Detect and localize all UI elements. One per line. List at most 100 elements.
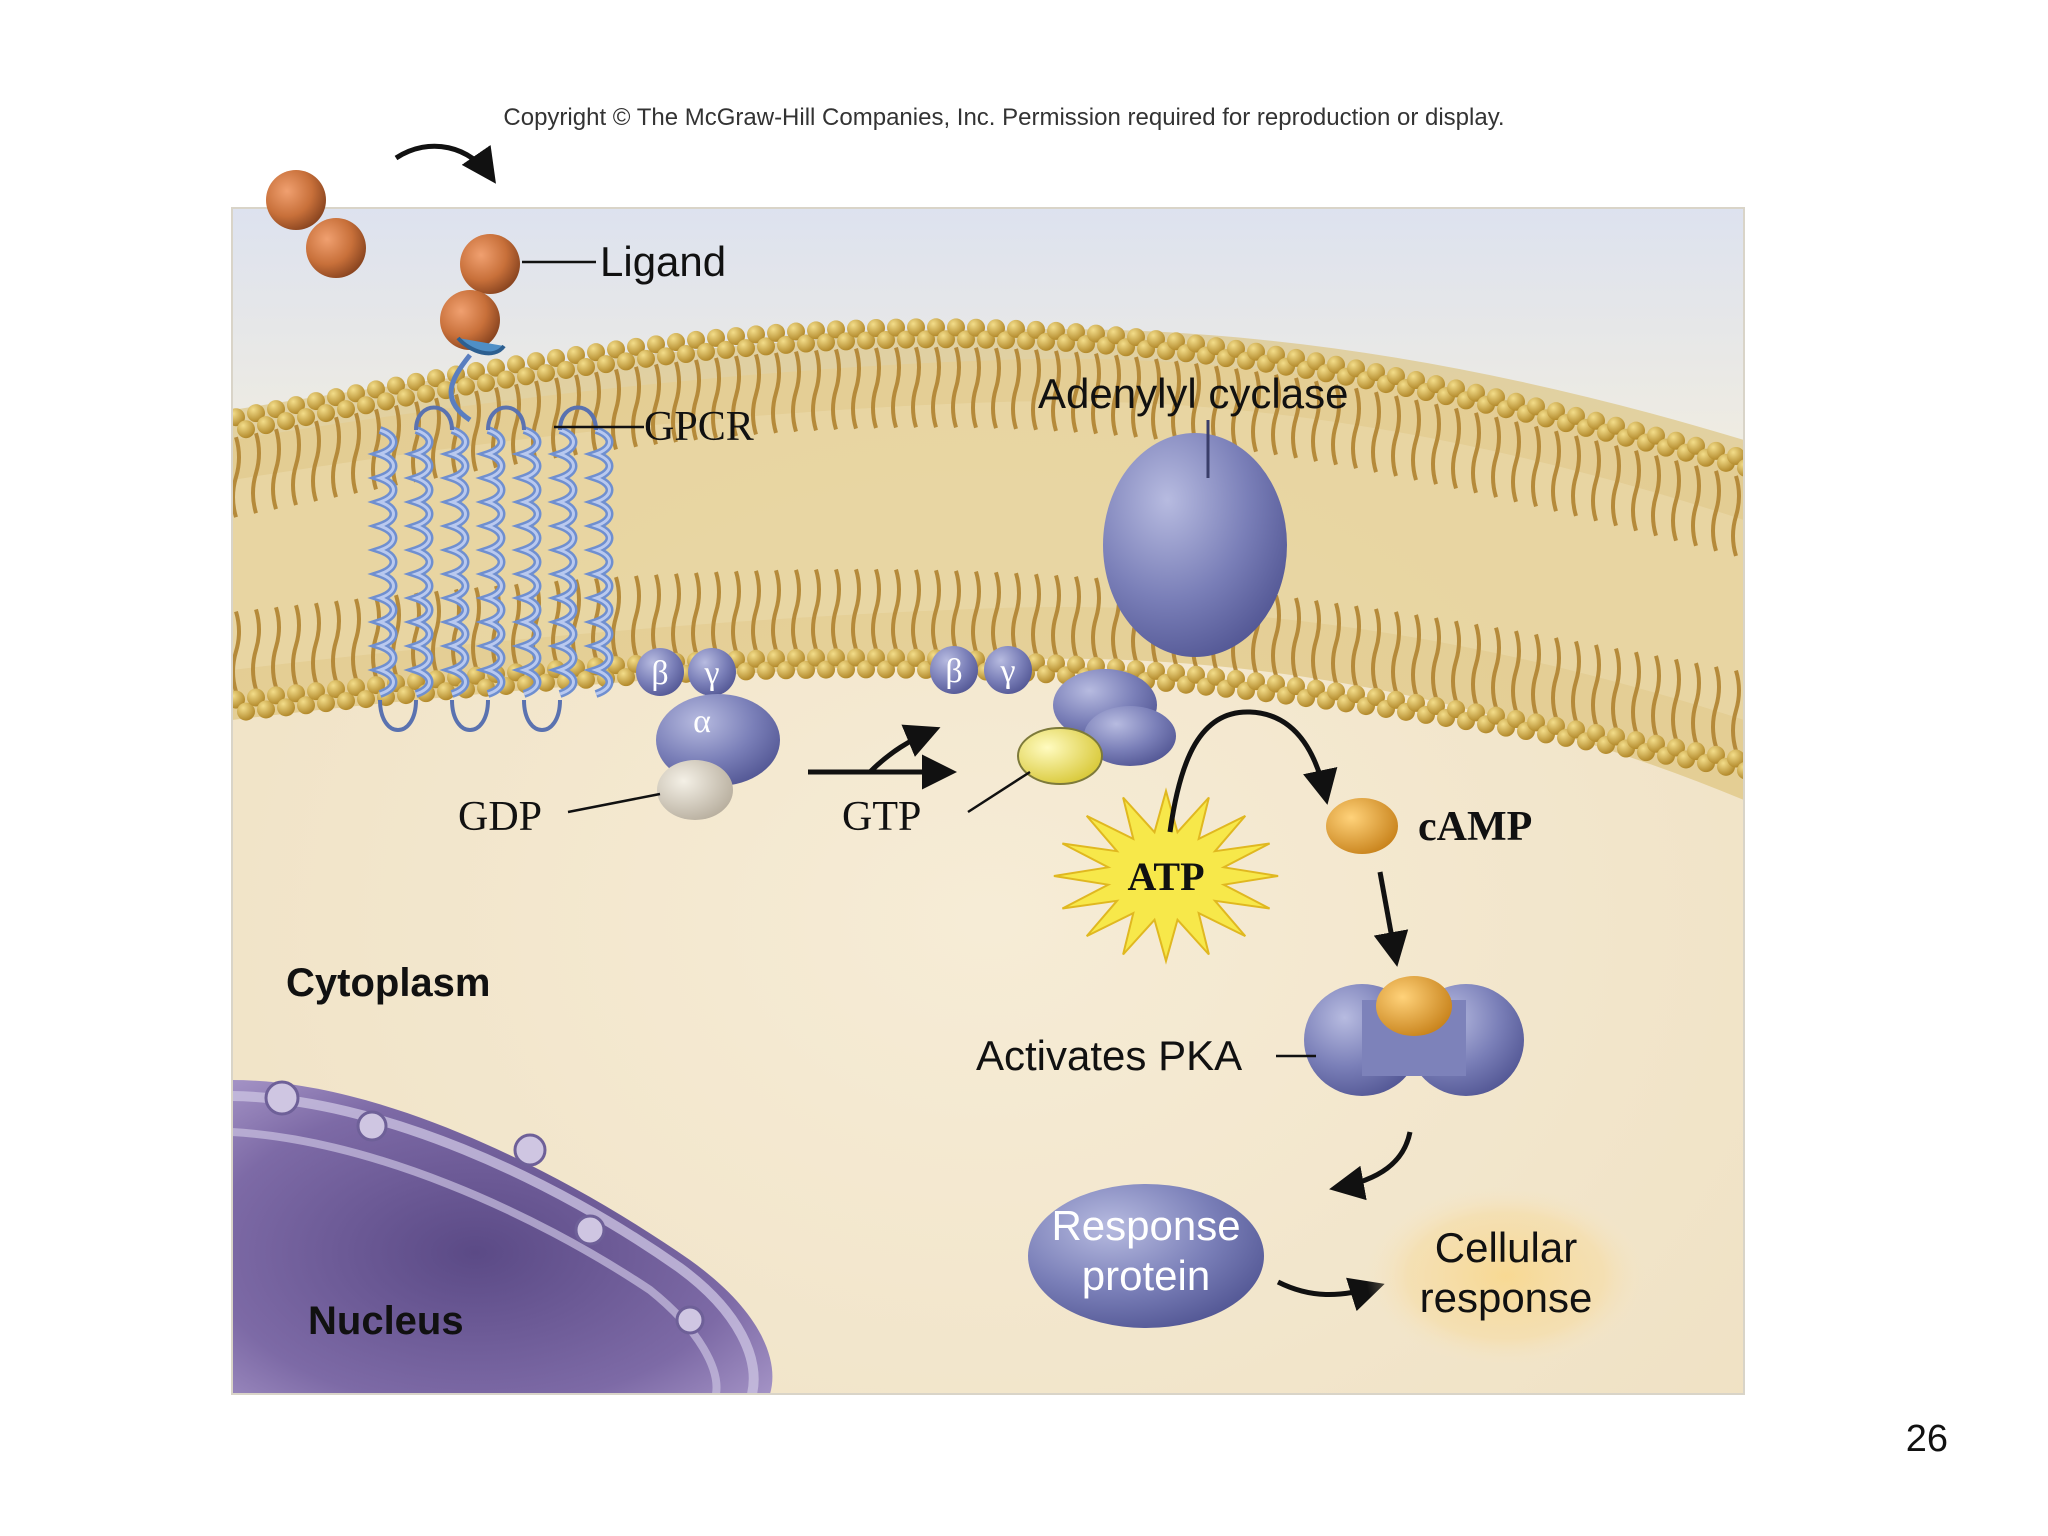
lipid-tail	[1251, 371, 1261, 453]
lipid-head	[777, 335, 795, 354]
lipid-head	[667, 333, 685, 352]
lipid-head	[1167, 332, 1185, 351]
lipid-head	[267, 400, 285, 419]
lipid-head	[1087, 324, 1105, 343]
lipid-tail	[1711, 666, 1721, 748]
camp-bound	[1376, 976, 1452, 1036]
lipid-tail	[1411, 614, 1421, 696]
lipid-tail	[251, 432, 261, 514]
lipid-tail	[631, 575, 641, 657]
ligand-label: Ligand	[600, 238, 726, 285]
lipid-tail	[1371, 608, 1381, 690]
lipid-head	[1347, 359, 1365, 378]
lipid-head	[367, 676, 385, 695]
lipid-tail	[671, 361, 681, 443]
gamma-subunit	[984, 646, 1032, 694]
lipid-tail	[1111, 354, 1121, 436]
lipid-head	[1467, 383, 1485, 402]
lipid-head	[837, 660, 855, 679]
lipid-head	[1707, 745, 1725, 764]
lipid-head	[1487, 388, 1505, 407]
cellular-response-label-line1: Cellular	[1435, 1224, 1577, 1271]
lipid-tail	[1591, 440, 1601, 522]
lipid-tail	[1031, 349, 1041, 431]
lipid-head	[877, 331, 895, 350]
lipid-tail	[1331, 384, 1341, 466]
lipid-tail	[1071, 576, 1081, 658]
lipid-tail	[1091, 353, 1101, 435]
lipid-tail	[1691, 662, 1701, 744]
lipid-head	[877, 660, 895, 679]
lipid-head	[1707, 441, 1725, 460]
lipid-head	[617, 668, 635, 687]
lipid-tail	[251, 608, 261, 691]
gpcr-receptor	[367, 336, 614, 732]
gamma-symbol: γ	[703, 655, 719, 692]
lipid-head	[757, 337, 775, 356]
lipid-head	[917, 330, 935, 349]
lipid-head	[1307, 679, 1325, 698]
lipid-head	[787, 322, 805, 341]
lipid-head	[1727, 749, 1744, 768]
lipid-head	[887, 648, 905, 667]
lipid-head	[1267, 674, 1285, 693]
lipid-head	[967, 318, 985, 337]
lipid-tail	[351, 598, 361, 680]
lipid-head	[907, 648, 925, 667]
camp-molecule	[1326, 798, 1398, 854]
lipid-head	[777, 661, 795, 680]
lipid-head	[757, 661, 775, 680]
gpcr-loop	[450, 699, 490, 732]
ligand-molecules	[266, 170, 520, 350]
lipid-head	[397, 388, 415, 407]
lipid-tail	[271, 428, 281, 510]
ligand-molecule	[460, 234, 520, 294]
gpcr-helix-highlight	[519, 428, 539, 696]
lipid-tail	[611, 576, 621, 658]
gpcr-helix-highlight	[447, 428, 467, 696]
lipid-head	[327, 680, 345, 699]
lipid-head	[1647, 734, 1665, 753]
lipid-head	[797, 334, 815, 353]
lipid-head	[287, 396, 305, 415]
lipid-tail	[851, 348, 861, 430]
cellular-response-glow	[1366, 1186, 1646, 1366]
lipid-head	[1227, 339, 1245, 358]
lipid-tail	[1451, 407, 1461, 489]
lipid-head	[1737, 761, 1744, 780]
lipid-head	[867, 648, 885, 667]
lipid-head	[1627, 731, 1645, 750]
lipid-head	[887, 318, 905, 337]
lipid-head	[1187, 665, 1205, 684]
lipid-head	[1687, 742, 1705, 761]
lipid-tail	[1271, 595, 1281, 677]
gamma-subunit	[688, 648, 736, 696]
lipid-tail	[631, 366, 641, 448]
lipid-head	[277, 698, 295, 717]
lipid-head	[1727, 446, 1744, 465]
gpcr-helix-highlight	[483, 428, 503, 696]
lipid-tail	[431, 590, 441, 672]
adenylyl-cyclase	[1053, 433, 1287, 766]
lipid-head	[797, 660, 815, 679]
gdp-leader-line	[567, 792, 661, 814]
lipid-tail	[831, 568, 841, 651]
lipid-head	[1307, 352, 1325, 371]
lipid-tail	[1711, 470, 1721, 552]
lipid-tail	[1431, 617, 1441, 699]
lipid-head	[237, 420, 255, 439]
lipid-tail	[871, 347, 881, 429]
lipid-tail	[1231, 368, 1241, 450]
lipid-head	[427, 369, 445, 388]
lipid-tail	[1491, 627, 1501, 709]
lipid-tail	[871, 568, 881, 651]
lipid-tail	[311, 420, 321, 502]
lipid-head	[487, 358, 505, 377]
lipid-tail	[671, 573, 681, 655]
lipid-tail	[1091, 577, 1101, 659]
response-to-cellular-arrow	[1276, 1277, 1385, 1312]
lipid-head	[1147, 661, 1165, 680]
lipid-head	[257, 416, 275, 435]
lipid-head	[1107, 326, 1125, 345]
ligand-molecule	[306, 218, 366, 278]
